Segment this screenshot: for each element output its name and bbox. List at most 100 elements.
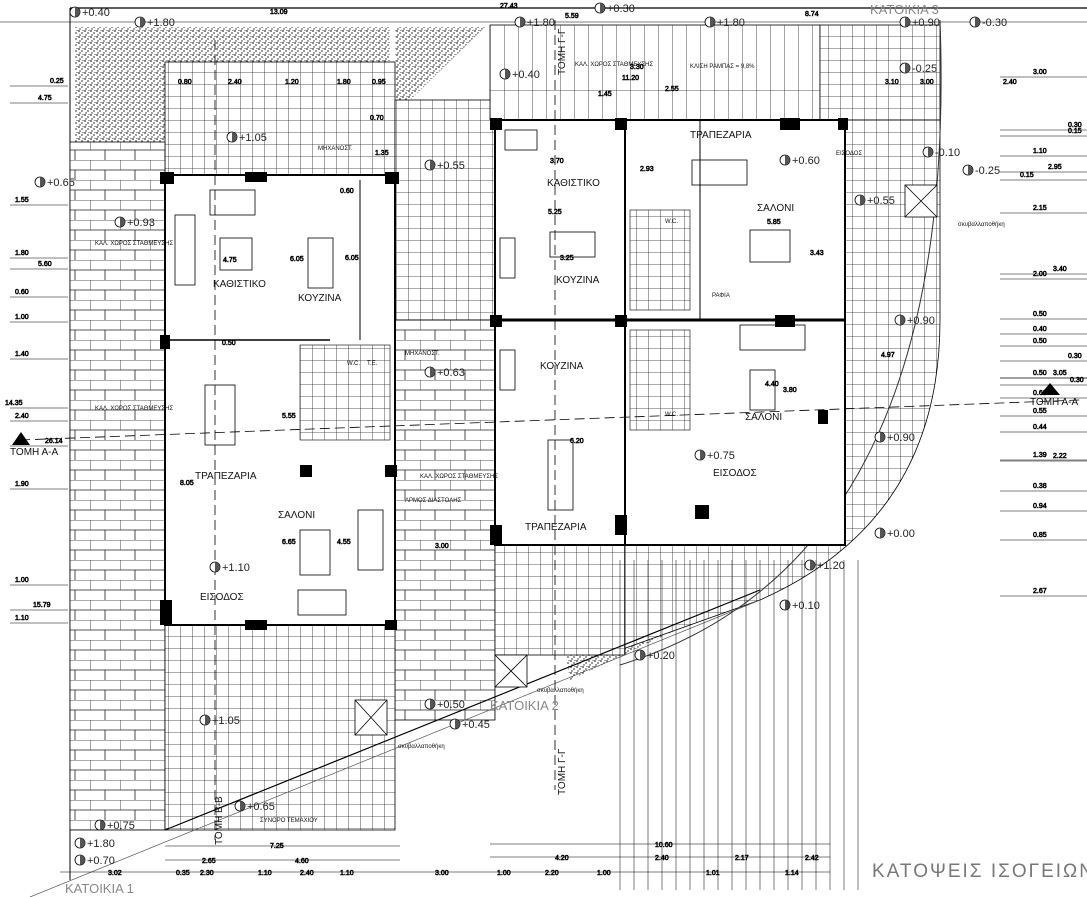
level-value: +0.90: [887, 432, 915, 444]
paving: [69, 24, 941, 831]
room-label: ΚΟΥΖΙΝΑ: [298, 293, 342, 304]
dimension-value: 0.60: [15, 289, 29, 296]
level-marker-icon: [710, 17, 715, 27]
section-label: ΤΟΜΗ Α-Α: [10, 447, 58, 458]
section-label: ΤΟΜΗ Γ-Γ: [557, 748, 568, 795]
dimension-value: 3.80: [783, 387, 797, 394]
dimension-value: 5.55: [282, 413, 296, 420]
level-marker-icon: [100, 820, 105, 830]
dimension-value: 11.20: [622, 75, 639, 82]
house-label: ΚΑΤΟΙΚΙΑ 2: [490, 698, 559, 713]
dimension-value: 1.00: [15, 577, 29, 584]
property-line: [29, 599, 761, 897]
level-marker-icon: [40, 177, 45, 187]
level-marker-icon: [455, 719, 460, 729]
dimension-value: 2.30: [200, 870, 214, 877]
dimension-value: 2.15: [1033, 205, 1047, 212]
dimension-value: 6.05: [345, 255, 359, 262]
note: T.E.: [367, 361, 378, 367]
level-marker-icon: [205, 715, 210, 725]
dimension-value: 2.40: [1003, 79, 1017, 86]
dimension-value: 2.00: [1033, 271, 1047, 278]
dimension-value: 3.70: [550, 158, 564, 165]
level-value: +0.63: [437, 367, 465, 379]
dimension-value: 1.00: [15, 314, 29, 321]
dimension-value: 3.10: [885, 79, 899, 86]
level-marker-icon: [430, 699, 435, 709]
dimension-value: 0.30: [1068, 122, 1082, 129]
room-label: ΤΡΑΠΕΖΑΡΙΑ: [195, 471, 257, 482]
dimension-value: 0.85: [1033, 532, 1047, 539]
dimension-value: 4.40: [765, 381, 779, 388]
note: ΣΥΝΟΡΟ ΤΕΜΑΧΙΟΥ: [260, 818, 318, 824]
dimension-value: 4.97: [881, 352, 895, 359]
level-marker-icon: [785, 600, 790, 610]
dimension-value: 0.30: [1070, 377, 1084, 384]
dimension-value: 1.10: [340, 870, 354, 877]
section-label: ΤΟΜΗ Α-Α: [1030, 397, 1078, 408]
dimension-value: 3.30: [630, 64, 644, 71]
dimension-value: 2.42: [805, 855, 819, 862]
dimension-value: 2.40: [228, 79, 242, 86]
level-value: +0.45: [462, 719, 490, 731]
room-label: ΚΟΥΖΙΝΑ: [540, 361, 584, 372]
level-value: +0.65: [47, 177, 75, 189]
level-value: +0.93: [127, 217, 155, 229]
section-label: ΤΟΜΗ Γ-Γ: [557, 28, 568, 75]
dimension-value: 0.50: [1033, 311, 1047, 318]
dimension-value: 5.59: [565, 13, 579, 20]
dimension-value: 1.39: [1033, 452, 1047, 459]
dimension-value: 3.00: [435, 870, 449, 877]
bin-label: σκυβαλλαποθήκη: [398, 743, 445, 750]
level-marker-icon: [520, 17, 525, 27]
dimension-value: 0.70: [370, 115, 384, 122]
room-label: ΚΟΥΖΙΝΑ: [556, 275, 600, 286]
section-arrow-icon: [12, 432, 30, 445]
level-marker-icon: [880, 528, 885, 538]
room-label: ΚΑΘΙΣΤΙΚΟ: [213, 279, 266, 290]
dimension-value: 4.60: [295, 858, 309, 865]
dimension-value: 26.14: [45, 438, 63, 445]
level-marker-icon: [968, 165, 973, 175]
dimension-value: 0.60: [1033, 390, 1047, 397]
dimension-value: 2.93: [640, 166, 654, 173]
annotations: ΚΑΛ. ΧΩΡΟΣ ΣΤΑΘΜΕΥΣΗΣ ΚΑΛ. ΧΩΡΟΣ ΣΤΑΘΜΕΥ…: [95, 62, 1005, 824]
dimension-value: 4.55: [337, 539, 351, 546]
dimension-value: 1.01: [706, 870, 720, 877]
level-marker-icon: [120, 217, 125, 227]
dimension-value: 3.00: [435, 543, 449, 550]
level-value: +0.60: [792, 155, 820, 167]
dimension-value: 0.50: [222, 340, 236, 347]
dimension-value: 1.10: [15, 615, 29, 622]
level-value: +1.80: [147, 17, 175, 29]
level-value: +0.90: [907, 315, 935, 327]
section-label: ΤΟΜΗ Β-Β: [214, 796, 225, 845]
dimension-value: 0.38: [1033, 483, 1047, 490]
section-markers: ΤΟΜΗ Α-Α ΤΟΜΗ Α-Α ΤΟΜΗ Β-Β ΤΟΜΗ Γ-Γ ΤΟΜΗ…: [10, 28, 1078, 845]
level-marks: +0.40+1.80+0.30+1.80+1.80+0.90-0.30+0.65…: [34, 2, 1007, 867]
level-marker-icon: [905, 63, 910, 73]
dimension-value: 0.25: [50, 78, 64, 85]
level-marker-icon: [860, 195, 865, 205]
dimension-value: 5.60: [38, 261, 52, 268]
note: ΚΑΛ. ΧΩΡΟΣ ΣΤΑΘΜΕΥΣΗΣ: [420, 474, 498, 480]
level-value: +1.20: [817, 560, 845, 572]
dimension-value: 0.40: [1033, 326, 1047, 333]
level-marker-icon: [240, 801, 245, 811]
bin-label: σκυβαλλαποθήκη: [537, 687, 584, 694]
room-label: ΣΑΛΟΝΙ: [745, 412, 782, 423]
dimension-value: 1.35: [375, 150, 389, 157]
room-label: ΣΑΛΟΝΙ: [757, 203, 794, 214]
level-marker-icon: [75, 7, 80, 17]
level-value: +0.40: [512, 69, 540, 81]
dimension-value: 0.60: [340, 188, 354, 195]
dimension-value: 1.20: [285, 79, 299, 86]
furniture: [174, 129, 806, 616]
level-value: +1.80: [87, 838, 115, 850]
dimension-value: 1.55: [15, 197, 29, 204]
dimension-value: 0.30: [1068, 353, 1082, 360]
level-marker-icon: [785, 155, 790, 165]
dimension-value: 2.17: [735, 855, 749, 862]
